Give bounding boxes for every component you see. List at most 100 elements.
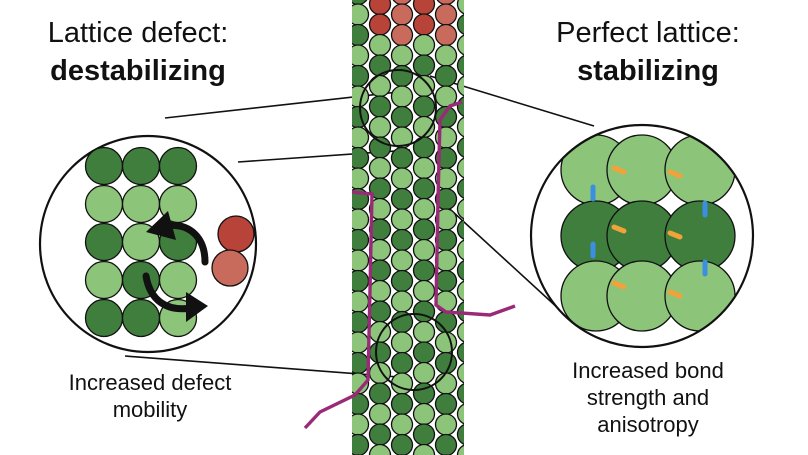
tube-subunit: [390, 351, 414, 375]
tube-subunit: [434, 413, 458, 436]
tube-subunit: [368, 443, 392, 455]
tube-subunit: [434, 433, 458, 455]
defect-subunit: [158, 146, 198, 186]
rotation-arrow-icon: [186, 292, 208, 322]
tube-subunit: [352, 44, 370, 67]
tube-subunit: [368, 341, 392, 364]
tube-subunit: [434, 44, 458, 67]
tube-subunit: [412, 95, 436, 118]
defect-subunit: [121, 298, 161, 338]
tube-subunit: [456, 198, 464, 220]
tube-subunit: [456, 321, 464, 343]
tube-subunit: [456, 444, 464, 455]
right-title-line1: Perfect lattice:: [556, 17, 740, 49]
tube-subunit: [412, 74, 436, 98]
tube-subunit: [412, 0, 436, 16]
right-caption-line2: strength and: [587, 385, 709, 410]
tube-subunit: [390, 167, 414, 190]
tube-subunit: [390, 85, 414, 108]
tube-subunit: [368, 33, 392, 57]
tube-subunit: [352, 433, 370, 455]
tube-subunit: [434, 331, 458, 354]
tube-subunit: [352, 208, 370, 231]
tube-subunit: [390, 64, 414, 88]
tube-subunit: [390, 413, 414, 436]
tube-subunit: [352, 331, 370, 354]
tube-subunit: [456, 260, 464, 281]
tube-subunit: [456, 178, 464, 199]
tube-subunit: [368, 259, 392, 282]
right-caption-line3: anisotropy: [597, 412, 699, 437]
tube-subunit: [390, 392, 414, 416]
defect-subunit: [121, 184, 161, 224]
tube-subunit: [390, 372, 414, 395]
lattice-subunit: [664, 134, 736, 206]
tube-subunit: [390, 290, 414, 313]
tube-subunit: [390, 146, 414, 170]
tube-subunit: [390, 44, 414, 67]
tube-subunit: [390, 187, 414, 211]
defect-subunit: [84, 298, 124, 338]
tube-subunit: [434, 392, 458, 416]
tube-subunit: [352, 249, 370, 272]
tube-subunit: [352, 167, 370, 190]
tube-subunit: [456, 342, 464, 363]
tube-subunit: [390, 228, 414, 252]
tube-subunit: [434, 3, 458, 26]
tube-subunit: [390, 433, 414, 455]
perfect-lattice-zoom-view: [529, 123, 755, 349]
tube-subunit: [368, 115, 392, 139]
tube-subunit: [456, 362, 464, 384]
defect-subunit: [84, 184, 124, 224]
tube-subunit: [412, 361, 436, 385]
microtubule-lattice: [352, 0, 464, 455]
tube-subunit: [352, 126, 370, 149]
tube-subunit: [352, 351, 370, 375]
defect-subunit: [84, 222, 124, 262]
tube-subunit: [434, 64, 458, 88]
right-caption-line1: Increased bond: [572, 358, 724, 383]
left-caption-line1: Increased defect: [69, 370, 232, 395]
tube-subunit: [368, 423, 392, 446]
tube-subunit: [456, 75, 464, 97]
tube-subunit: [456, 383, 464, 404]
tube-subunit: [412, 341, 436, 364]
tube-subunit: [390, 249, 414, 272]
tube-subunit: [390, 269, 414, 293]
tube-subunit: [368, 402, 392, 426]
lateral-bond: [611, 224, 627, 234]
defect-subunit: [84, 260, 124, 300]
tube-subunit: [412, 402, 436, 426]
lateral-bond: [667, 169, 683, 179]
tube-subunit: [352, 290, 370, 313]
tube-subunit: [412, 177, 436, 200]
tube-subunit: [412, 54, 436, 77]
rotation-arrow-icon: [142, 272, 196, 313]
tube-subunit: [456, 219, 464, 240]
tube-subunit: [456, 424, 464, 445]
tube-subunit: [456, 55, 464, 76]
tube-subunit: [412, 13, 436, 36]
tube-subunit: [352, 3, 370, 26]
tube-subunit: [368, 136, 392, 159]
tube-subunit: [434, 23, 458, 47]
lateral-bond: [611, 165, 627, 175]
tube-subunit: [368, 54, 392, 77]
left-title-line2: destabilizing: [50, 55, 226, 87]
tube-subunit: [390, 105, 414, 129]
lateral-bond: [667, 230, 683, 240]
tube-subunit: [412, 443, 436, 455]
tube-subunit: [434, 269, 458, 293]
tube-subunit: [456, 280, 464, 302]
tube-subunit: [352, 269, 370, 293]
tube-subunit: [390, 23, 414, 47]
tube-subunit: [368, 0, 392, 16]
highlight-circle-top: [359, 69, 437, 147]
tube-subunit: [368, 300, 392, 323]
tube-subunit: [352, 413, 370, 436]
tube-subunit: [412, 156, 436, 180]
right-title-line2: stabilizing: [577, 55, 719, 87]
tube-subunit: [390, 3, 414, 26]
tube-subunit: [368, 13, 392, 36]
lateral-bond: [667, 289, 683, 299]
